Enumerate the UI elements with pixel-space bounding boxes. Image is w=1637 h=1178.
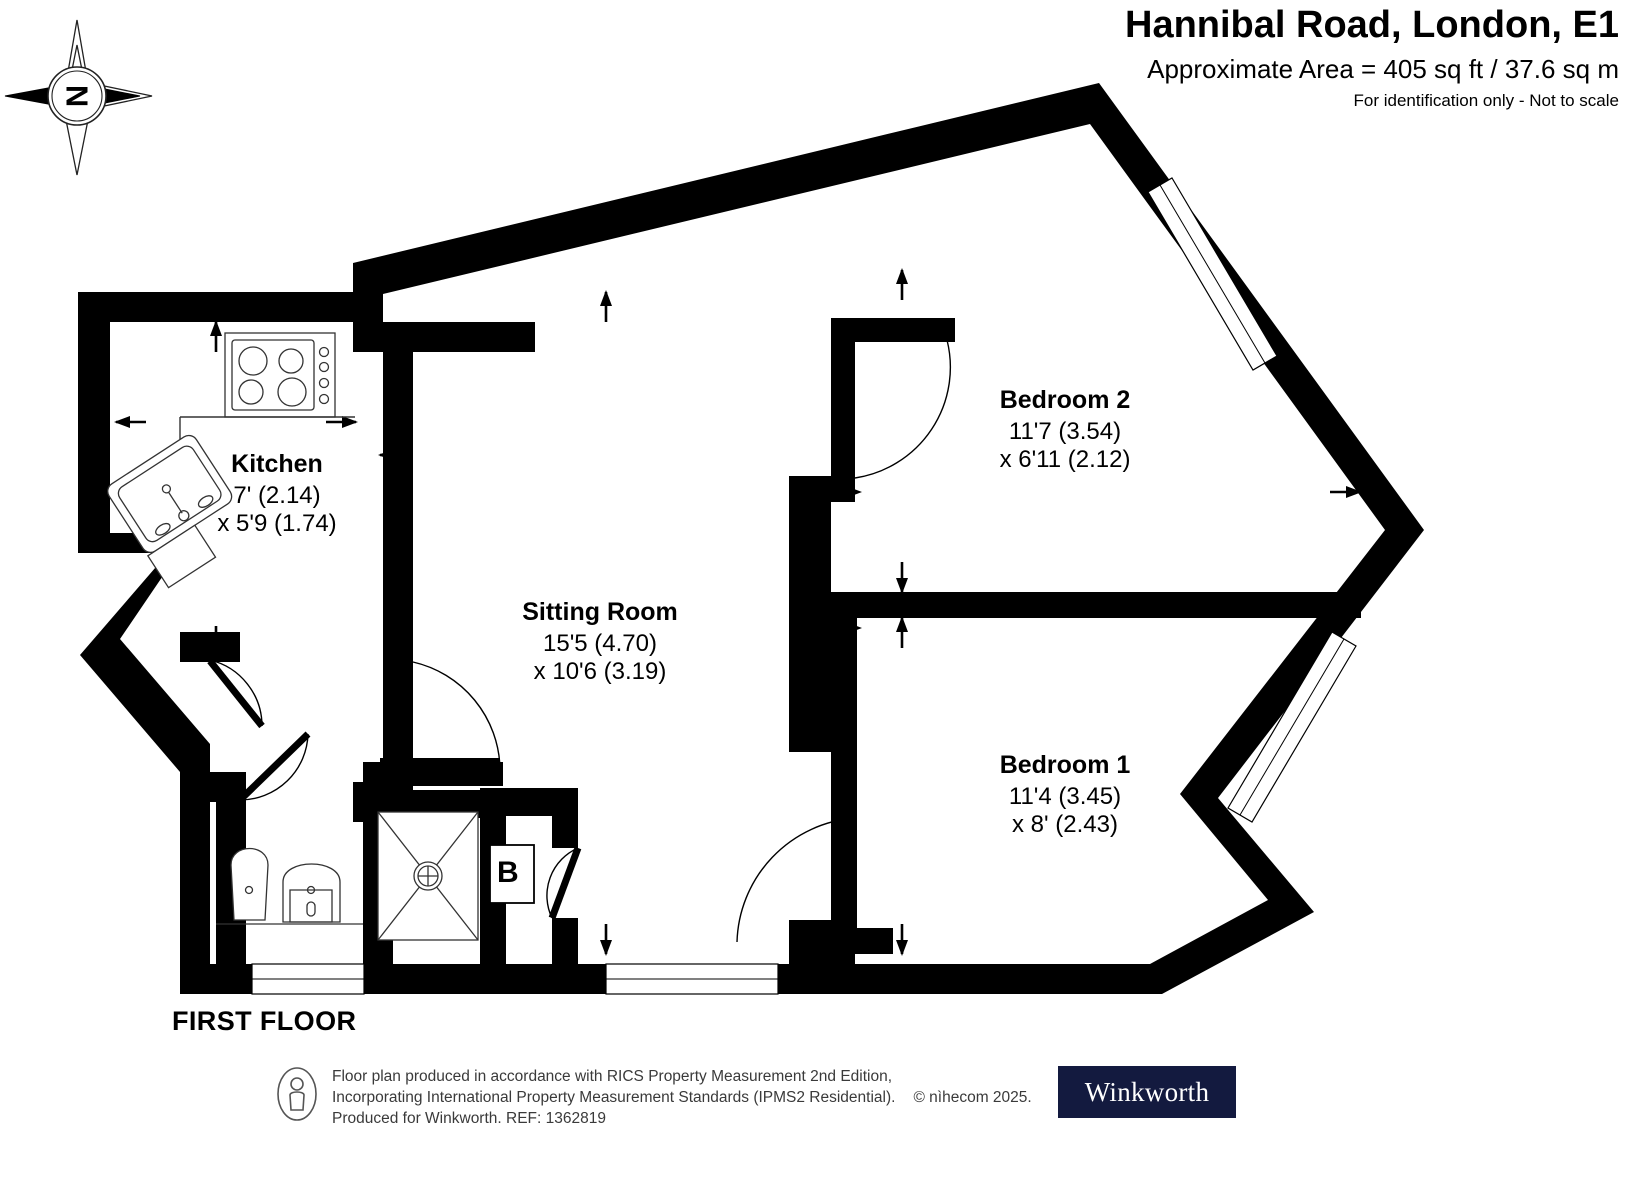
header: Hannibal Road, London, E1 Approximate Ar… (719, 0, 1619, 113)
room-label-bedroom-1: Bedroom 1 11'4 (3.45) x 8' (2.43) (905, 751, 1225, 839)
footer: Floor plan produced in accordance with R… (276, 1066, 1032, 1129)
windows (251, 177, 1357, 995)
room-dim-primary: 11'7 (3.54) (1008, 417, 1122, 445)
winkworth-logo-text: Winkworth (1084, 1076, 1210, 1107)
footer-line-3: Produced for Winkworth. REF: 1362819 (332, 1110, 606, 1127)
room-name: Sitting Room (522, 598, 678, 626)
room-dim-secondary: x 8' (2.43) (1012, 810, 1118, 838)
compass-north-letter: N (60, 85, 95, 107)
room-name: Bedroom 1 (999, 751, 1131, 779)
room-label-kitchen: Kitchen 7' (2.14) x 5'9 (1.74) (147, 450, 407, 538)
approximate-area: Approximate Area = 405 sq ft / 37.6 sq m (1147, 54, 1619, 84)
sink-icon (107, 434, 233, 589)
dimension-arrows (114, 268, 1362, 956)
compass-rose-icon: N (4, 19, 153, 176)
basin-icon (282, 863, 341, 923)
floor-label: FIRST FLOOR (172, 1006, 357, 1036)
footer-line-2: Incorporating International Property Mea… (332, 1089, 896, 1106)
walls (78, 83, 1424, 994)
room-label-bedroom-2: Bedroom 2 11'7 (3.54) x 6'11 (2.12) (905, 386, 1225, 474)
footer-copyright: © nìhecom 2025. (913, 1089, 1032, 1106)
room-dim-secondary: x 5'9 (1.74) (217, 509, 337, 537)
footer-line-2-wrap: Incorporating International Property Mea… (332, 1087, 1032, 1108)
cupboard-marker-letter: B (497, 856, 519, 889)
person-icon (277, 1067, 317, 1121)
room-name: Bedroom 2 (999, 386, 1131, 414)
room-dim-secondary: x 6'11 (2.12) (999, 445, 1131, 473)
doors (207, 339, 952, 943)
footer-text: Floor plan produced in accordance with R… (332, 1066, 1032, 1129)
winkworth-logo: Winkworth (1058, 1066, 1236, 1118)
page-title: Hannibal Road, London, E1 (1125, 4, 1619, 46)
footer-line-1: Floor plan produced in accordance with R… (332, 1068, 893, 1085)
room-dim-secondary: x 10'6 (3.19) (533, 657, 667, 685)
room-dim-primary: 11'4 (3.45) (1008, 782, 1122, 810)
room-label-sitting-room: Sitting Room 15'5 (4.70) x 10'6 (3.19) (440, 598, 760, 686)
shower-icon (377, 811, 479, 941)
room-dim-primary: 15'5 (4.70) (543, 629, 657, 657)
room-name: Kitchen (231, 450, 323, 478)
room-dim-primary: 7' (2.14) (233, 481, 321, 509)
disclaimer-text: For identification only - Not to scale (1353, 91, 1619, 110)
cupboard-marker-box (489, 844, 535, 904)
wc-icon (230, 848, 269, 921)
hob-icon (224, 332, 336, 418)
